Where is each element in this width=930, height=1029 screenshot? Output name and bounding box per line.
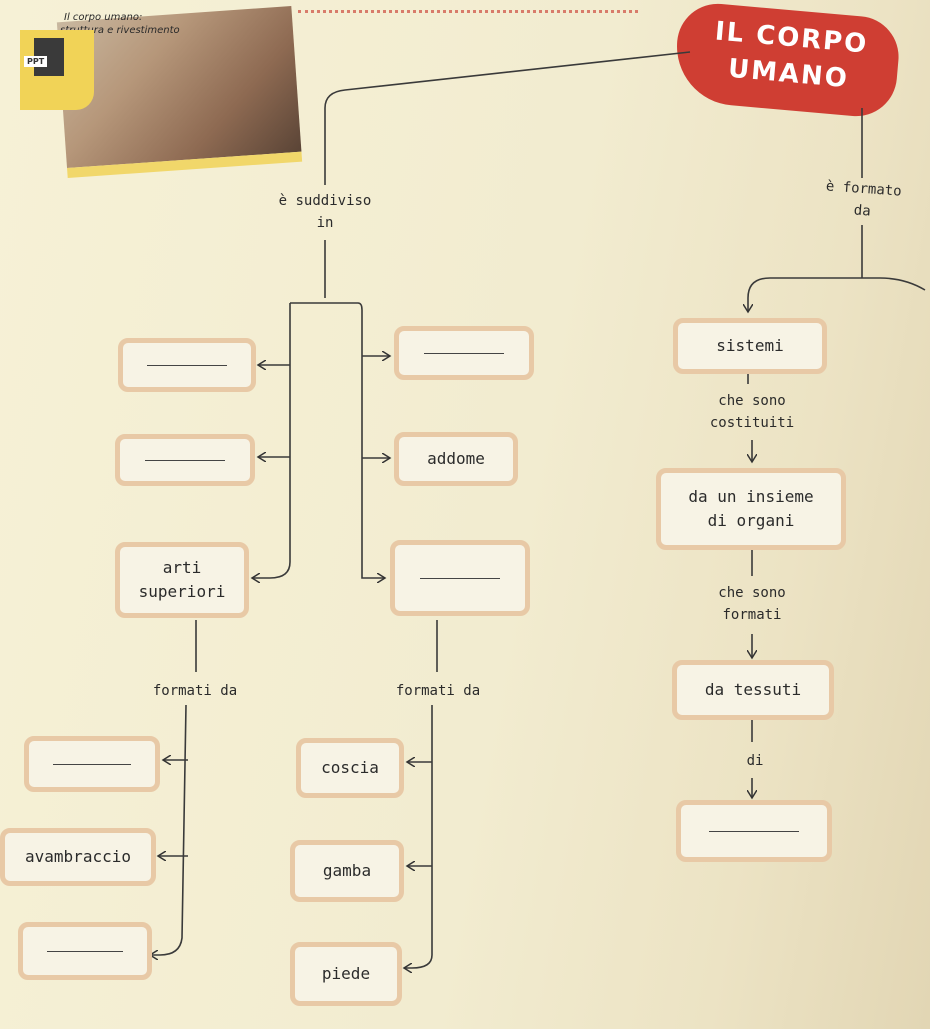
blank-line: [419, 577, 501, 579]
thumbnail-title: Il corpo umano:: [64, 12, 143, 23]
blank-line: [52, 763, 132, 765]
concept-box-avambraccio: avambraccio: [0, 828, 156, 886]
link-label-formato: è formato da: [825, 178, 903, 220]
concept-box-arti-superiori: arti superiori: [115, 542, 249, 618]
answer-box-arm-1[interactable]: [24, 736, 160, 792]
answer-box-right-3[interactable]: [390, 540, 530, 616]
blank-line: [423, 352, 505, 354]
concept-box-piede: piede: [290, 942, 402, 1006]
decorative-dotted-line: [298, 10, 638, 13]
concept-box-coscia: coscia: [296, 738, 404, 798]
concept-box-insieme-organi: da un insieme di organi: [656, 468, 846, 550]
blank-line: [708, 830, 800, 832]
concept-box-gamba: gamba: [290, 840, 404, 902]
answer-box-left-2[interactable]: [115, 434, 255, 486]
blank-line: [147, 364, 227, 366]
link-label-formati-da-arm: formati da: [152, 683, 238, 699]
link-label-suddiviso: è suddiviso in: [278, 193, 372, 231]
blank-line: [144, 459, 226, 461]
concept-box-addome: addome: [394, 432, 518, 486]
blank-line: [46, 950, 124, 952]
answer-box-right-1[interactable]: [394, 326, 534, 380]
answer-box-left-1[interactable]: [118, 338, 256, 392]
ppt-icon[interactable]: PPT: [20, 30, 94, 110]
answer-box-arm-2[interactable]: [18, 922, 152, 980]
link-label-formati: che sono formati: [718, 585, 786, 623]
link-label-costituiti: che sono costituiti: [709, 393, 795, 431]
thumbnail-subtitle: struttura e rivestimento: [60, 25, 180, 36]
concept-box-sistemi: sistemi: [673, 318, 827, 374]
ppt-label: PPT: [24, 56, 48, 67]
link-label-formati-da-leg: formati da: [395, 683, 481, 699]
concept-box-tessuti: da tessuti: [672, 660, 834, 720]
link-label-di: di: [746, 753, 764, 769]
answer-box-tessuti[interactable]: [676, 800, 832, 862]
